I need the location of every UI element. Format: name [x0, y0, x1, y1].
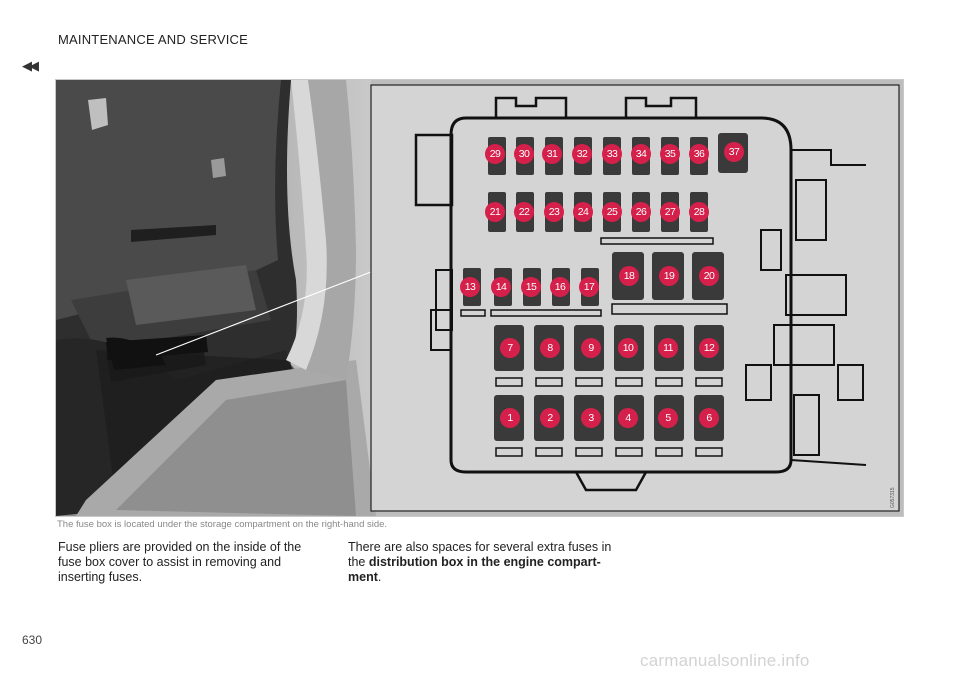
page-number: 630	[22, 633, 43, 647]
fuse-label: 12	[704, 342, 715, 354]
body-text: Fuse pliers are provided on the inside o…	[58, 540, 302, 584]
fuse-label: 4	[625, 412, 631, 424]
fuse-marker	[689, 144, 709, 164]
fuse-label: 32	[577, 148, 588, 160]
fuse-label: 21	[490, 206, 501, 218]
fuse-label: 37	[729, 146, 740, 158]
body-text-suffix: .	[377, 570, 382, 584]
fuse-label: 10	[623, 342, 634, 354]
fuse-marker	[500, 338, 520, 358]
fuse-marker	[699, 338, 719, 358]
fuse-marker	[699, 266, 719, 286]
fuse-label: 25	[607, 206, 618, 218]
body-column-2: There are also spaces for several extra …	[348, 540, 613, 585]
fuse-marker	[572, 144, 592, 164]
fuse-row-upper-large: 7 8 9 10 11 12	[494, 325, 724, 387]
fuse-label: 31	[547, 148, 558, 160]
section-title: MAINTENANCE AND SERVICE	[58, 32, 249, 47]
fuse-marker	[581, 408, 601, 428]
fuse-marker	[660, 202, 680, 222]
fuse-marker	[485, 144, 505, 164]
fuse-marker	[618, 338, 638, 358]
fuse-marker	[699, 408, 719, 428]
fuse-marker	[581, 338, 601, 358]
figure-caption: The fuse box is located under the storag…	[57, 519, 388, 530]
fuse-marker	[659, 266, 679, 286]
fuse-label: 23	[549, 206, 560, 218]
fuse-label: 3	[588, 412, 594, 424]
fuse-marker	[631, 202, 651, 222]
fuse-marker	[619, 266, 639, 286]
fuse-box-illustration: 29 30 31 32 33 34 35 36 37	[56, 80, 903, 516]
fuse-marker	[602, 202, 622, 222]
fuse-marker	[500, 408, 520, 428]
fuse-marker	[631, 144, 651, 164]
fuse-marker	[579, 277, 599, 297]
fuse-marker	[602, 144, 622, 164]
body-text: There are also spaces for several extra …	[348, 540, 612, 569]
watermark: carmanualsonline.info	[640, 651, 810, 670]
fuse-marker	[660, 144, 680, 164]
link-distribution-box[interactable]: distribution box in the engine compart-m…	[348, 555, 601, 584]
fuse-label: 13	[465, 281, 476, 293]
fuse-marker	[542, 144, 562, 164]
fuse-box-diagram: 29 30 31 32 33 34 35 36 37	[370, 84, 900, 512]
fuse-marker	[540, 338, 560, 358]
fuse-row-mid-small: 13 14 15 16 17	[460, 268, 602, 317]
fuse-label: 19	[664, 270, 675, 282]
fuse-marker	[689, 202, 709, 222]
image-code: G057315	[890, 487, 896, 508]
fuse-marker	[618, 408, 638, 428]
fuse-label: 33	[607, 148, 618, 160]
fuse-marker	[658, 408, 678, 428]
fuse-marker	[460, 277, 480, 297]
fuse-label: 14	[496, 281, 507, 293]
fuse-label: 28	[694, 206, 705, 218]
fuse-label: 7	[507, 342, 513, 354]
fuse-marker	[544, 202, 564, 222]
fuse-label: 15	[526, 281, 537, 293]
fuse-marker	[485, 202, 505, 222]
fuse-label: 20	[704, 270, 715, 282]
fuse-row-second: 21 22 23 24 25 26 27 28	[485, 192, 709, 232]
back-arrow-icon[interactable]: ◀◀	[22, 58, 39, 73]
fuse-label: 27	[665, 206, 676, 218]
fuse-label: 5	[665, 412, 671, 424]
fuse-marker	[573, 202, 593, 222]
fuse-label: 1	[507, 412, 513, 424]
fuse-label: 11	[663, 342, 673, 354]
fuse-label: 17	[584, 281, 595, 293]
fuse-marker	[521, 277, 541, 297]
fuse-label: 36	[694, 148, 705, 160]
fuse-marker	[658, 338, 678, 358]
fuse-marker	[514, 144, 534, 164]
fuse-marker	[724, 142, 744, 162]
fuse-marker	[514, 202, 534, 222]
fuse-marker	[550, 277, 570, 297]
fuse-row-mid-large: 18 19 20	[611, 252, 728, 315]
fuse-row-lower-large: 1 2 3 4 5 6	[494, 395, 724, 457]
fuse-label: 26	[636, 206, 647, 218]
fuse-label: 24	[578, 206, 589, 218]
fuse-label: 2	[547, 412, 553, 424]
fuse-label: 34	[636, 148, 647, 160]
fuse-label: 9	[588, 342, 594, 354]
fuse-label: 8	[547, 342, 553, 354]
fuse-label: 18	[624, 270, 635, 282]
fuse-label: 29	[490, 148, 501, 160]
fuse-marker	[540, 408, 560, 428]
fuse-label: 35	[665, 148, 676, 160]
fuse-row-top: 29 30 31 32 33 34 35 36 37	[485, 133, 748, 175]
fuse-label: 22	[519, 206, 530, 218]
fuse-marker	[491, 277, 511, 297]
fuse-label: 16	[555, 281, 566, 293]
body-column-1: Fuse pliers are provided on the inside o…	[58, 540, 323, 585]
fuse-label: 6	[706, 412, 712, 424]
fuse-label: 30	[519, 148, 530, 160]
fuse-box-figure: 29 30 31 32 33 34 35 36 37	[55, 79, 904, 517]
